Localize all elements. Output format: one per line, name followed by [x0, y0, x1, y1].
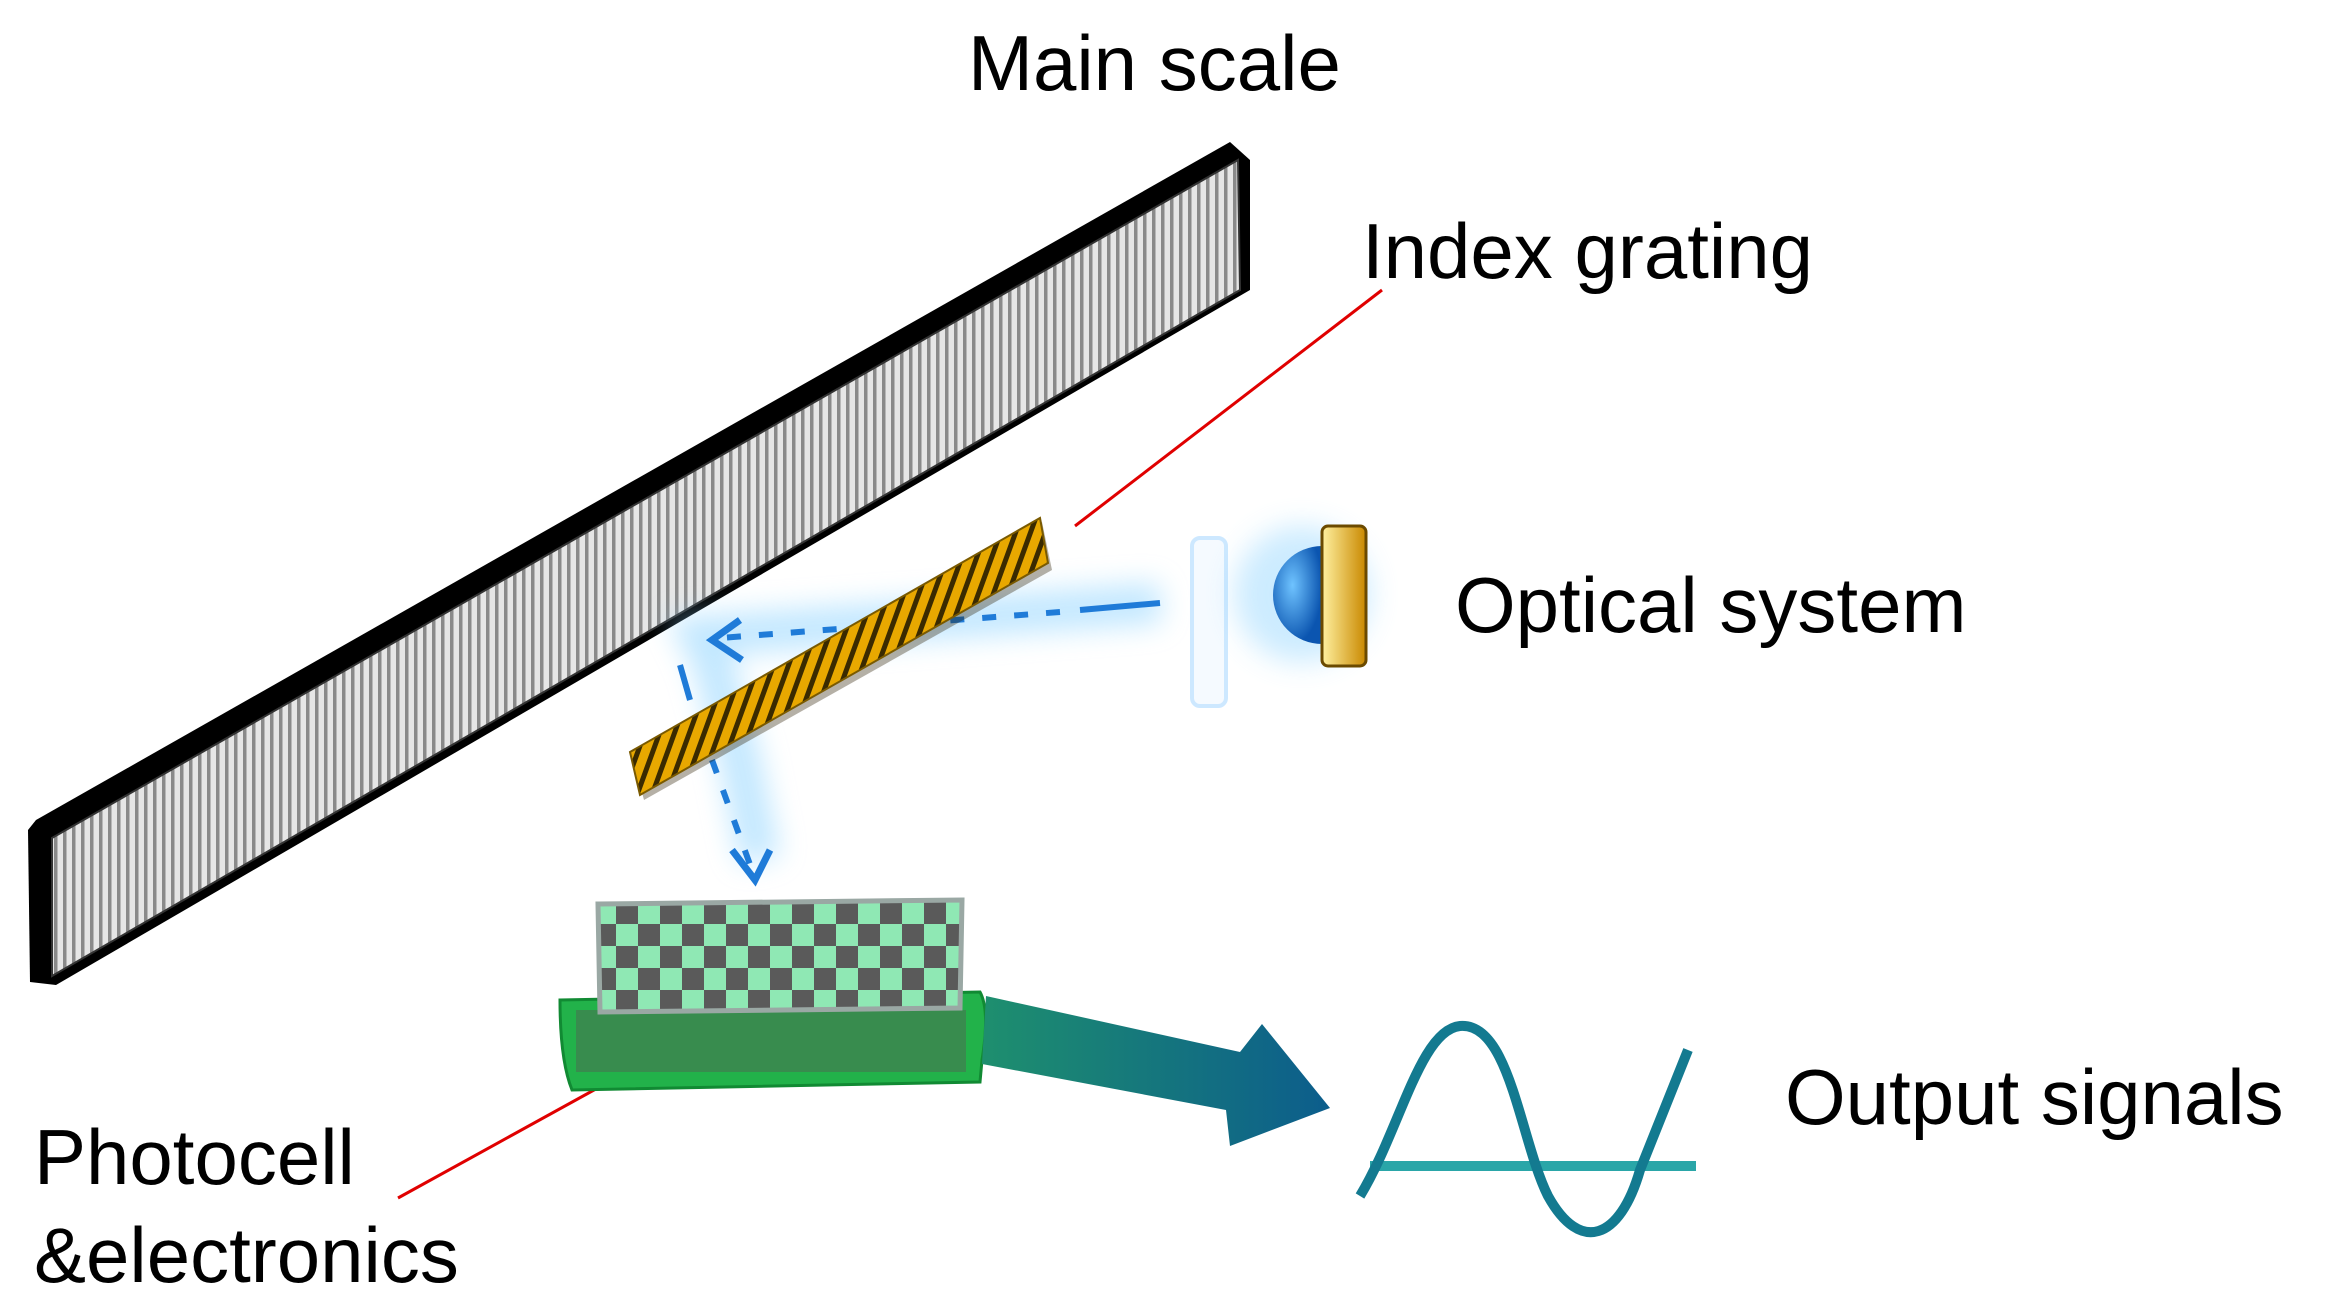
main-scale	[28, 142, 1250, 985]
index-grating-bars	[628, 516, 1050, 797]
main-scale-label: Main scale	[968, 19, 1341, 107]
index-grating-leader-line	[1074, 288, 1383, 528]
light-beam	[668, 583, 1162, 887]
output-signal-icon	[1355, 972, 1696, 1258]
light-source-plate	[1320, 524, 1368, 668]
light-source-icon	[1273, 546, 1322, 644]
photocell-label-line2: &electronics	[34, 1211, 459, 1299]
optical-system-label: Optical system	[1455, 561, 1967, 649]
photocell-electronics	[558, 897, 988, 1092]
index-grating	[628, 516, 1052, 800]
output-arrow	[982, 996, 1330, 1146]
lens	[1190, 536, 1228, 708]
output-signals-label: Output signals	[1785, 1053, 2284, 1141]
index-grating-label: Index grating	[1362, 207, 1813, 295]
optical-system	[1190, 524, 1370, 708]
photocell-label-line1: Photocell	[34, 1113, 355, 1201]
photocell-array	[595, 897, 965, 1015]
main-scale-face	[51, 158, 1242, 978]
